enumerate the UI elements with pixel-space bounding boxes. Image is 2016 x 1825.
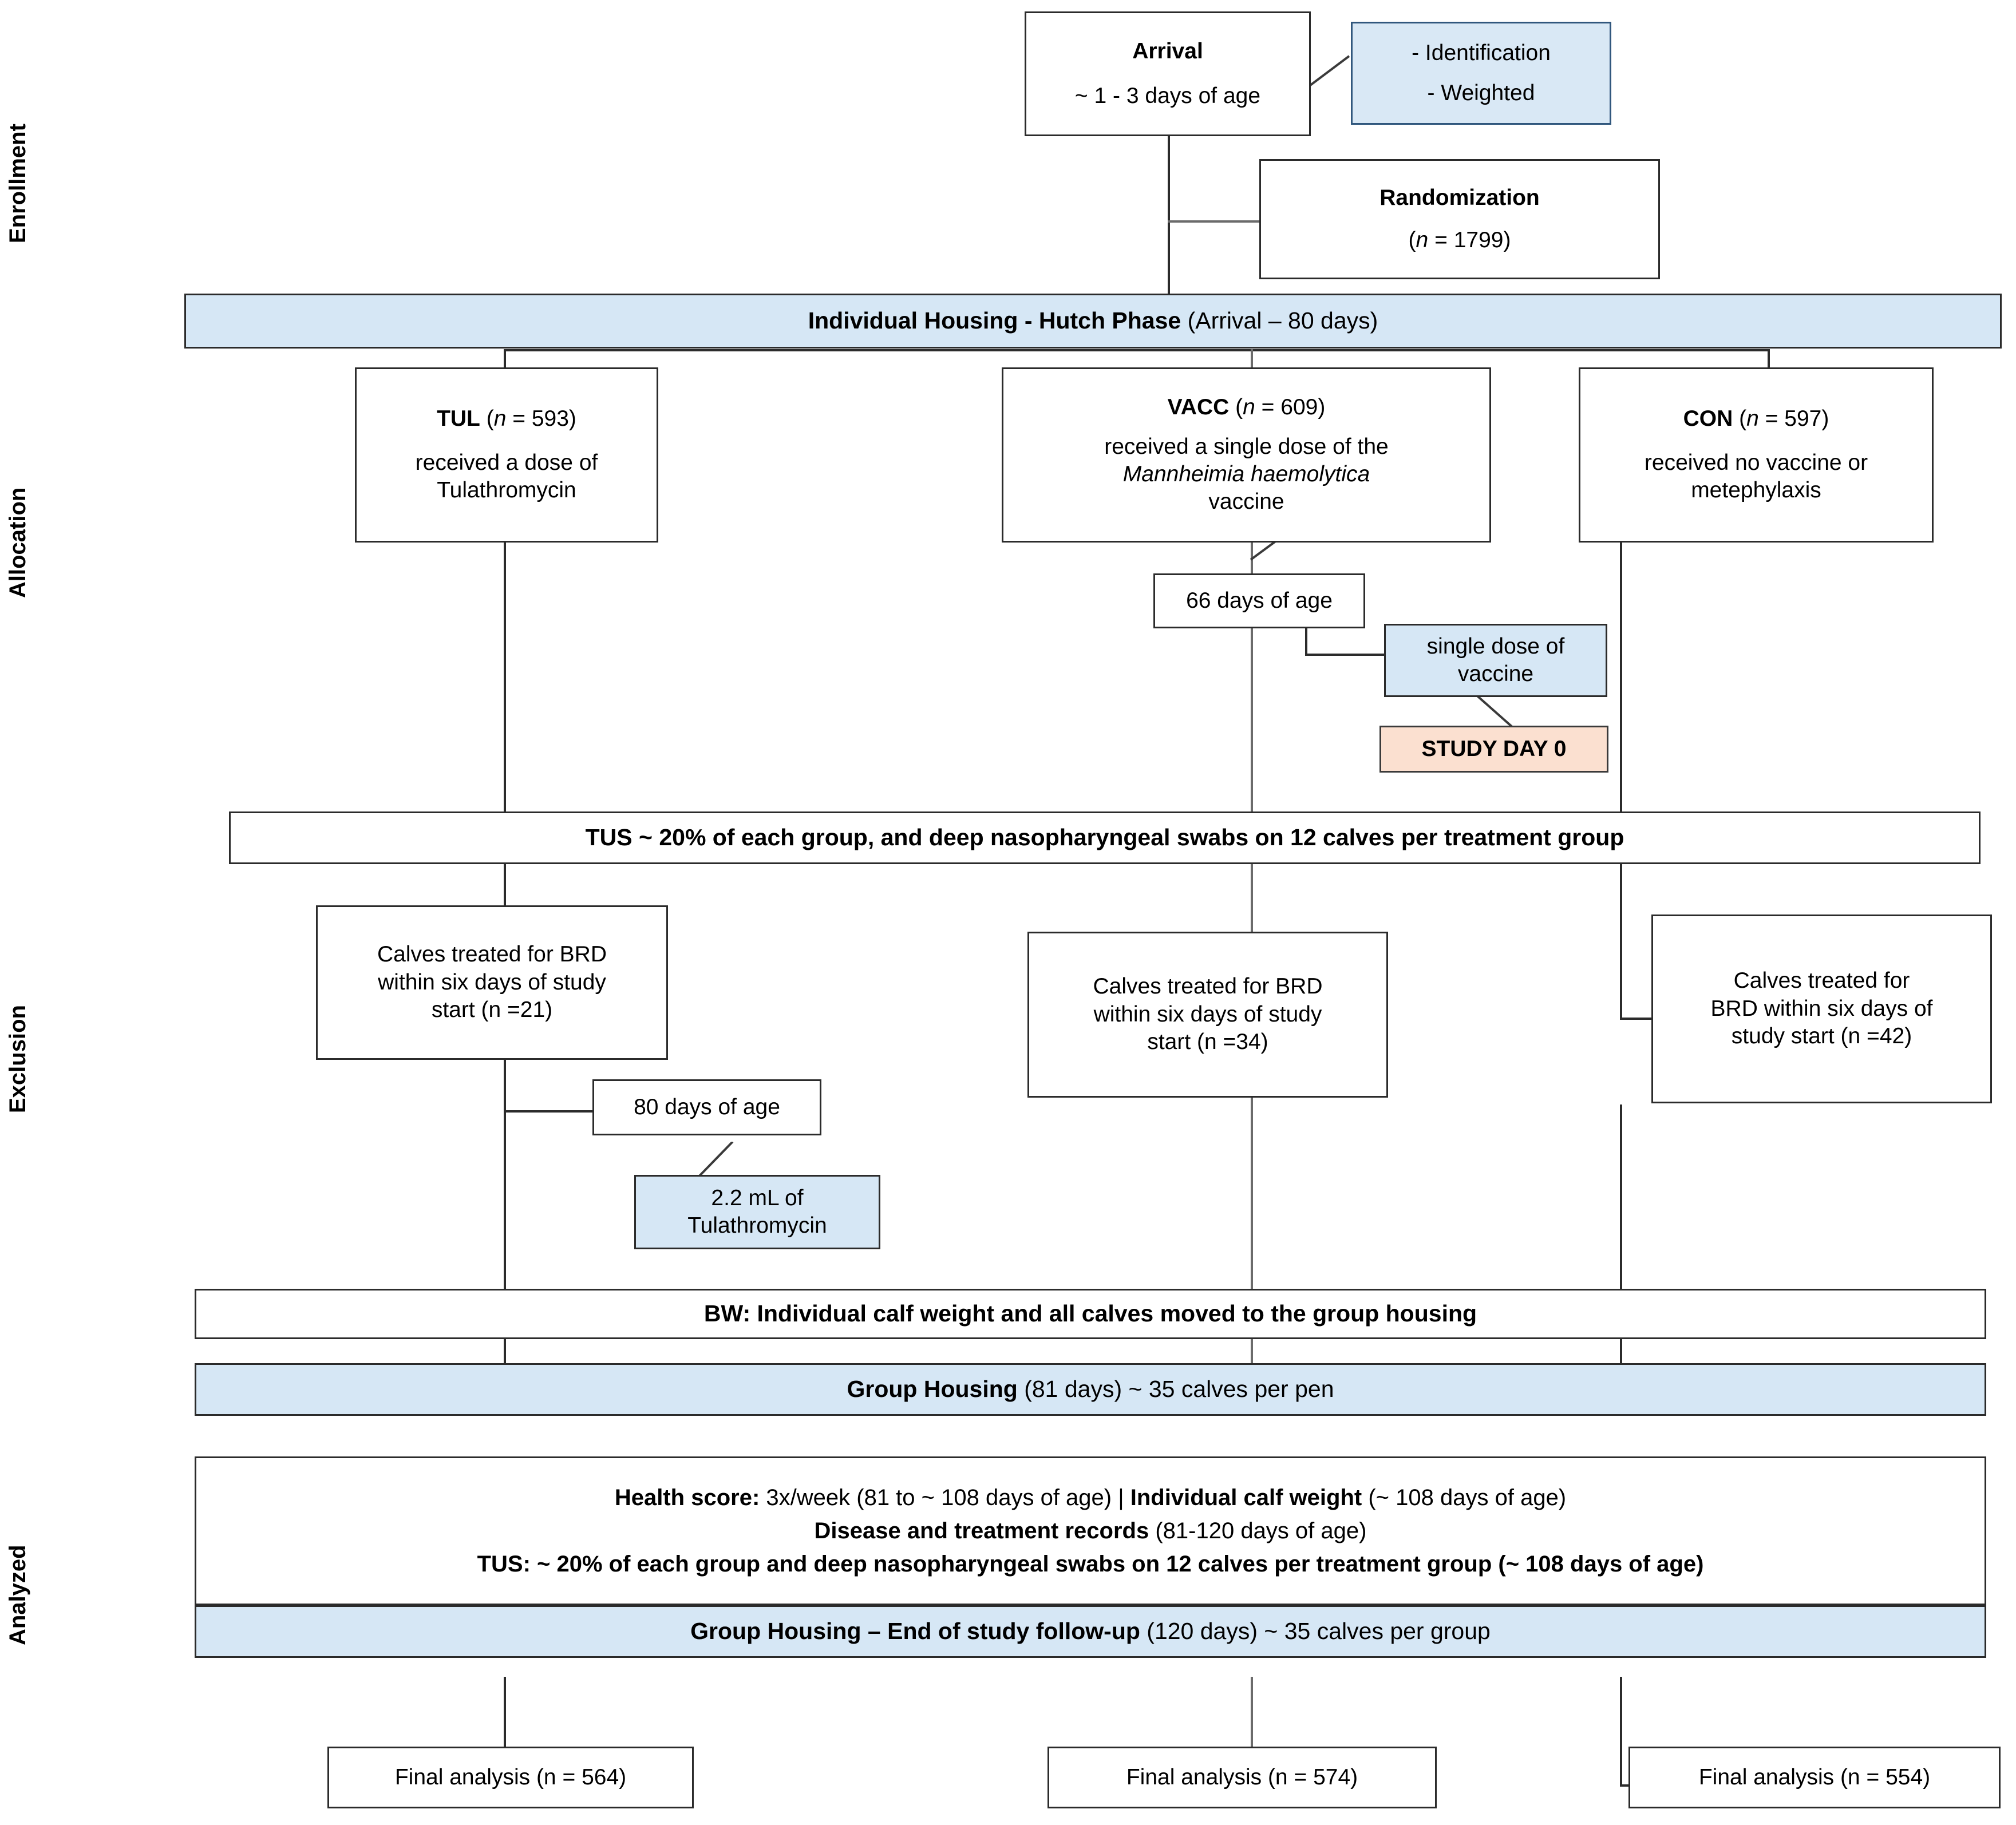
- stage-label-allocation: Allocation: [5, 487, 30, 598]
- group-con-body-line2: metephylaxis: [1691, 478, 1821, 503]
- final-analysis-con-text: Final analysis (n = 554): [1698, 1764, 1931, 1790]
- randomization-count: (n = 1799): [1408, 228, 1511, 252]
- final-analysis-vacc-box[interactable]: Final analysis (n = 574): [1047, 1747, 1437, 1808]
- connector-bw-to-group-con: [1620, 1338, 1622, 1363]
- group-vacc-box[interactable]: VACC (n = 609) received a single dose of…: [1002, 367, 1491, 543]
- connector-vacc-spine: [1251, 624, 1253, 813]
- connector-arrival-to-housing: [1168, 135, 1170, 301]
- age-80-days-box[interactable]: 80 days of age: [592, 1079, 821, 1135]
- connector-housing-split: [504, 349, 1769, 351]
- group-con-body-line1: received no vaccine or: [1644, 450, 1868, 475]
- stage-label-enrollment: Enrollment: [5, 124, 30, 243]
- arrival-callout-line1: - Identification: [1412, 40, 1551, 65]
- final-analysis-tul-text: Final analysis (n = 564): [394, 1764, 627, 1790]
- connector-age66-elbow-v: [1305, 608, 1307, 655]
- final-analysis-vacc-text: Final analysis (n = 574): [1126, 1764, 1358, 1790]
- connector-tul-spine: [504, 543, 506, 811]
- stage-label-analyzed: Analyzed: [5, 1545, 30, 1645]
- arrival-title: Arrival: [1132, 38, 1203, 64]
- connector-arrival-to-randomization: [1168, 220, 1265, 223]
- analyzed-line-3: TUS: ~ 20% of each group and deep nasoph…: [477, 1551, 1704, 1577]
- connector-tus-to-excl-vacc: [1251, 864, 1253, 932]
- connector-tus-to-excl-con: [1620, 864, 1622, 1019]
- exclusion-con-line3: study start (n =42): [1731, 1024, 1912, 1049]
- exclusion-vacc-line1: Calves treated for BRD: [1093, 974, 1323, 999]
- exclusion-vacc-line2: within six days of study: [1093, 1001, 1322, 1027]
- final-analysis-tul-box[interactable]: Final analysis (n = 564): [327, 1747, 694, 1808]
- bw-banner[interactable]: BW: Individual calf weight and all calve…: [195, 1289, 1986, 1339]
- group-vacc-head: VACC (n = 609): [1167, 395, 1326, 420]
- group-tul-body-line1: received a dose of: [415, 450, 598, 475]
- group-vacc-body-line2: Mannheimia haemolytica: [1122, 462, 1370, 486]
- study-day-0-box[interactable]: STUDY DAY 0: [1379, 726, 1608, 773]
- randomization-box[interactable]: Randomization (n = 1799): [1259, 159, 1660, 279]
- dose-tulathromycin-line2: Tulathromycin: [687, 1213, 827, 1238]
- group-tul-body-line2: Tulathromycin: [437, 478, 576, 503]
- connector-bw-to-group-tul: [504, 1338, 506, 1363]
- single-dose-line2: vaccine: [1457, 662, 1534, 686]
- group-tul-box[interactable]: TUL (n = 593) received a dose of Tulathr…: [355, 367, 658, 543]
- end-of-study-text: Group Housing – End of study follow-up (…: [690, 1618, 1491, 1645]
- exclusion-tul-line2: within six days of study: [378, 969, 606, 995]
- single-dose-line1: single dose of: [1426, 634, 1565, 659]
- tus-banner[interactable]: TUS ~ 20% of each group, and deep nasoph…: [229, 811, 1981, 864]
- connector-housing-to-tul: [504, 349, 506, 367]
- connector-con-spine-lower: [1620, 1104, 1622, 1289]
- connector-vacc-spine-lower: [1251, 1098, 1253, 1289]
- group-tul-head: TUL (n = 593): [437, 406, 576, 431]
- connector-bw-to-group-vacc: [1251, 1338, 1253, 1363]
- group-vacc-body-line3: vaccine: [1208, 489, 1284, 514]
- connector-excl-con-stub: [1620, 1018, 1651, 1020]
- exclusion-tul-box[interactable]: Calves treated for BRD within six days o…: [316, 905, 668, 1060]
- connector-con-spine: [1620, 543, 1622, 811]
- exclusion-con-line2: BRD within six days of: [1710, 996, 1933, 1021]
- exclusion-vacc-box[interactable]: Calves treated for BRD within six days o…: [1027, 932, 1388, 1098]
- connector-tus-to-excl-tul: [504, 864, 506, 905]
- connector-housing-to-con: [1768, 349, 1770, 367]
- group-con-box[interactable]: CON (n = 597) received no vaccine or met…: [1579, 367, 1934, 543]
- group-housing-banner[interactable]: Group Housing (81 days) ~ 35 calves per …: [195, 1363, 1986, 1416]
- exclusion-con-box[interactable]: Calves treated for BRD within six days o…: [1651, 915, 1992, 1103]
- group-vacc-body-line1: received a single dose of the: [1104, 434, 1389, 459]
- tus-banner-text: TUS ~ 20% of each group, and deep nasoph…: [585, 824, 1624, 851]
- connector-diagonal-vaccine-studyday0: [1472, 692, 1515, 729]
- bw-banner-text: BW: Individual calf weight and all calve…: [703, 1300, 1477, 1327]
- exclusion-vacc-line3: start (n =34): [1147, 1030, 1268, 1055]
- dose-tulathromycin-box[interactable]: 2.2 mL of Tulathromycin: [634, 1175, 880, 1249]
- connector-diagonal-arrival-callout: [1308, 55, 1350, 88]
- connector-housing-to-vacc: [1251, 349, 1253, 367]
- arrival-callout-line2: - Weighted: [1427, 81, 1535, 105]
- analyzed-line-1: Health score: 3x/week (81 to ~ 108 days …: [614, 1485, 1567, 1510]
- age-80-days-text: 80 days of age: [634, 1094, 780, 1119]
- individual-housing-text: Individual Housing - Hutch Phase (Arriva…: [808, 307, 1378, 334]
- dose-tulathromycin-line1: 2.2 mL of: [711, 1185, 804, 1210]
- age-66-days-box[interactable]: 66 days of age: [1153, 573, 1365, 628]
- exclusion-tul-line3: start (n =21): [431, 997, 553, 1023]
- connector-end-to-final-tul: [504, 1677, 506, 1747]
- end-of-study-banner[interactable]: Group Housing – End of study follow-up (…: [195, 1605, 1986, 1658]
- arrival-callout-box[interactable]: - Identification - Weighted: [1351, 22, 1611, 125]
- age-66-days-text: 66 days of age: [1186, 588, 1333, 613]
- group-con-head: CON (n = 597): [1683, 406, 1829, 431]
- randomization-title: Randomization: [1379, 185, 1540, 210]
- connector-age66-elbow-h: [1305, 654, 1385, 656]
- analyzed-line-2: Disease and treatment records (81-120 da…: [814, 1518, 1367, 1543]
- exclusion-con-line1: Calves treated for: [1733, 968, 1910, 993]
- connector-tul-to-age80: [504, 1110, 595, 1113]
- connector-end-to-final-con: [1620, 1677, 1622, 1786]
- connector-tul-spine-lower: [504, 1060, 506, 1289]
- connector-end-to-final-vacc: [1251, 1677, 1253, 1747]
- analyzed-detail-block[interactable]: Health score: 3x/week (81 to ~ 108 days …: [195, 1456, 1986, 1605]
- stage-label-exclusion: Exclusion: [5, 1005, 30, 1113]
- group-housing-text: Group Housing (81 days) ~ 35 calves per …: [847, 1376, 1334, 1403]
- single-dose-vaccine-box[interactable]: single dose of vaccine: [1384, 624, 1607, 697]
- arrival-detail: ~ 1 - 3 days of age: [1074, 84, 1261, 108]
- arrival-box[interactable]: Arrival ~ 1 - 3 days of age: [1025, 11, 1311, 136]
- final-analysis-con-box[interactable]: Final analysis (n = 554): [1628, 1747, 2001, 1808]
- individual-housing-banner[interactable]: Individual Housing - Hutch Phase (Arriva…: [184, 294, 2002, 349]
- exclusion-tul-line1: Calves treated for BRD: [377, 942, 607, 967]
- study-day-0-text: STUDY DAY 0: [1421, 736, 1567, 761]
